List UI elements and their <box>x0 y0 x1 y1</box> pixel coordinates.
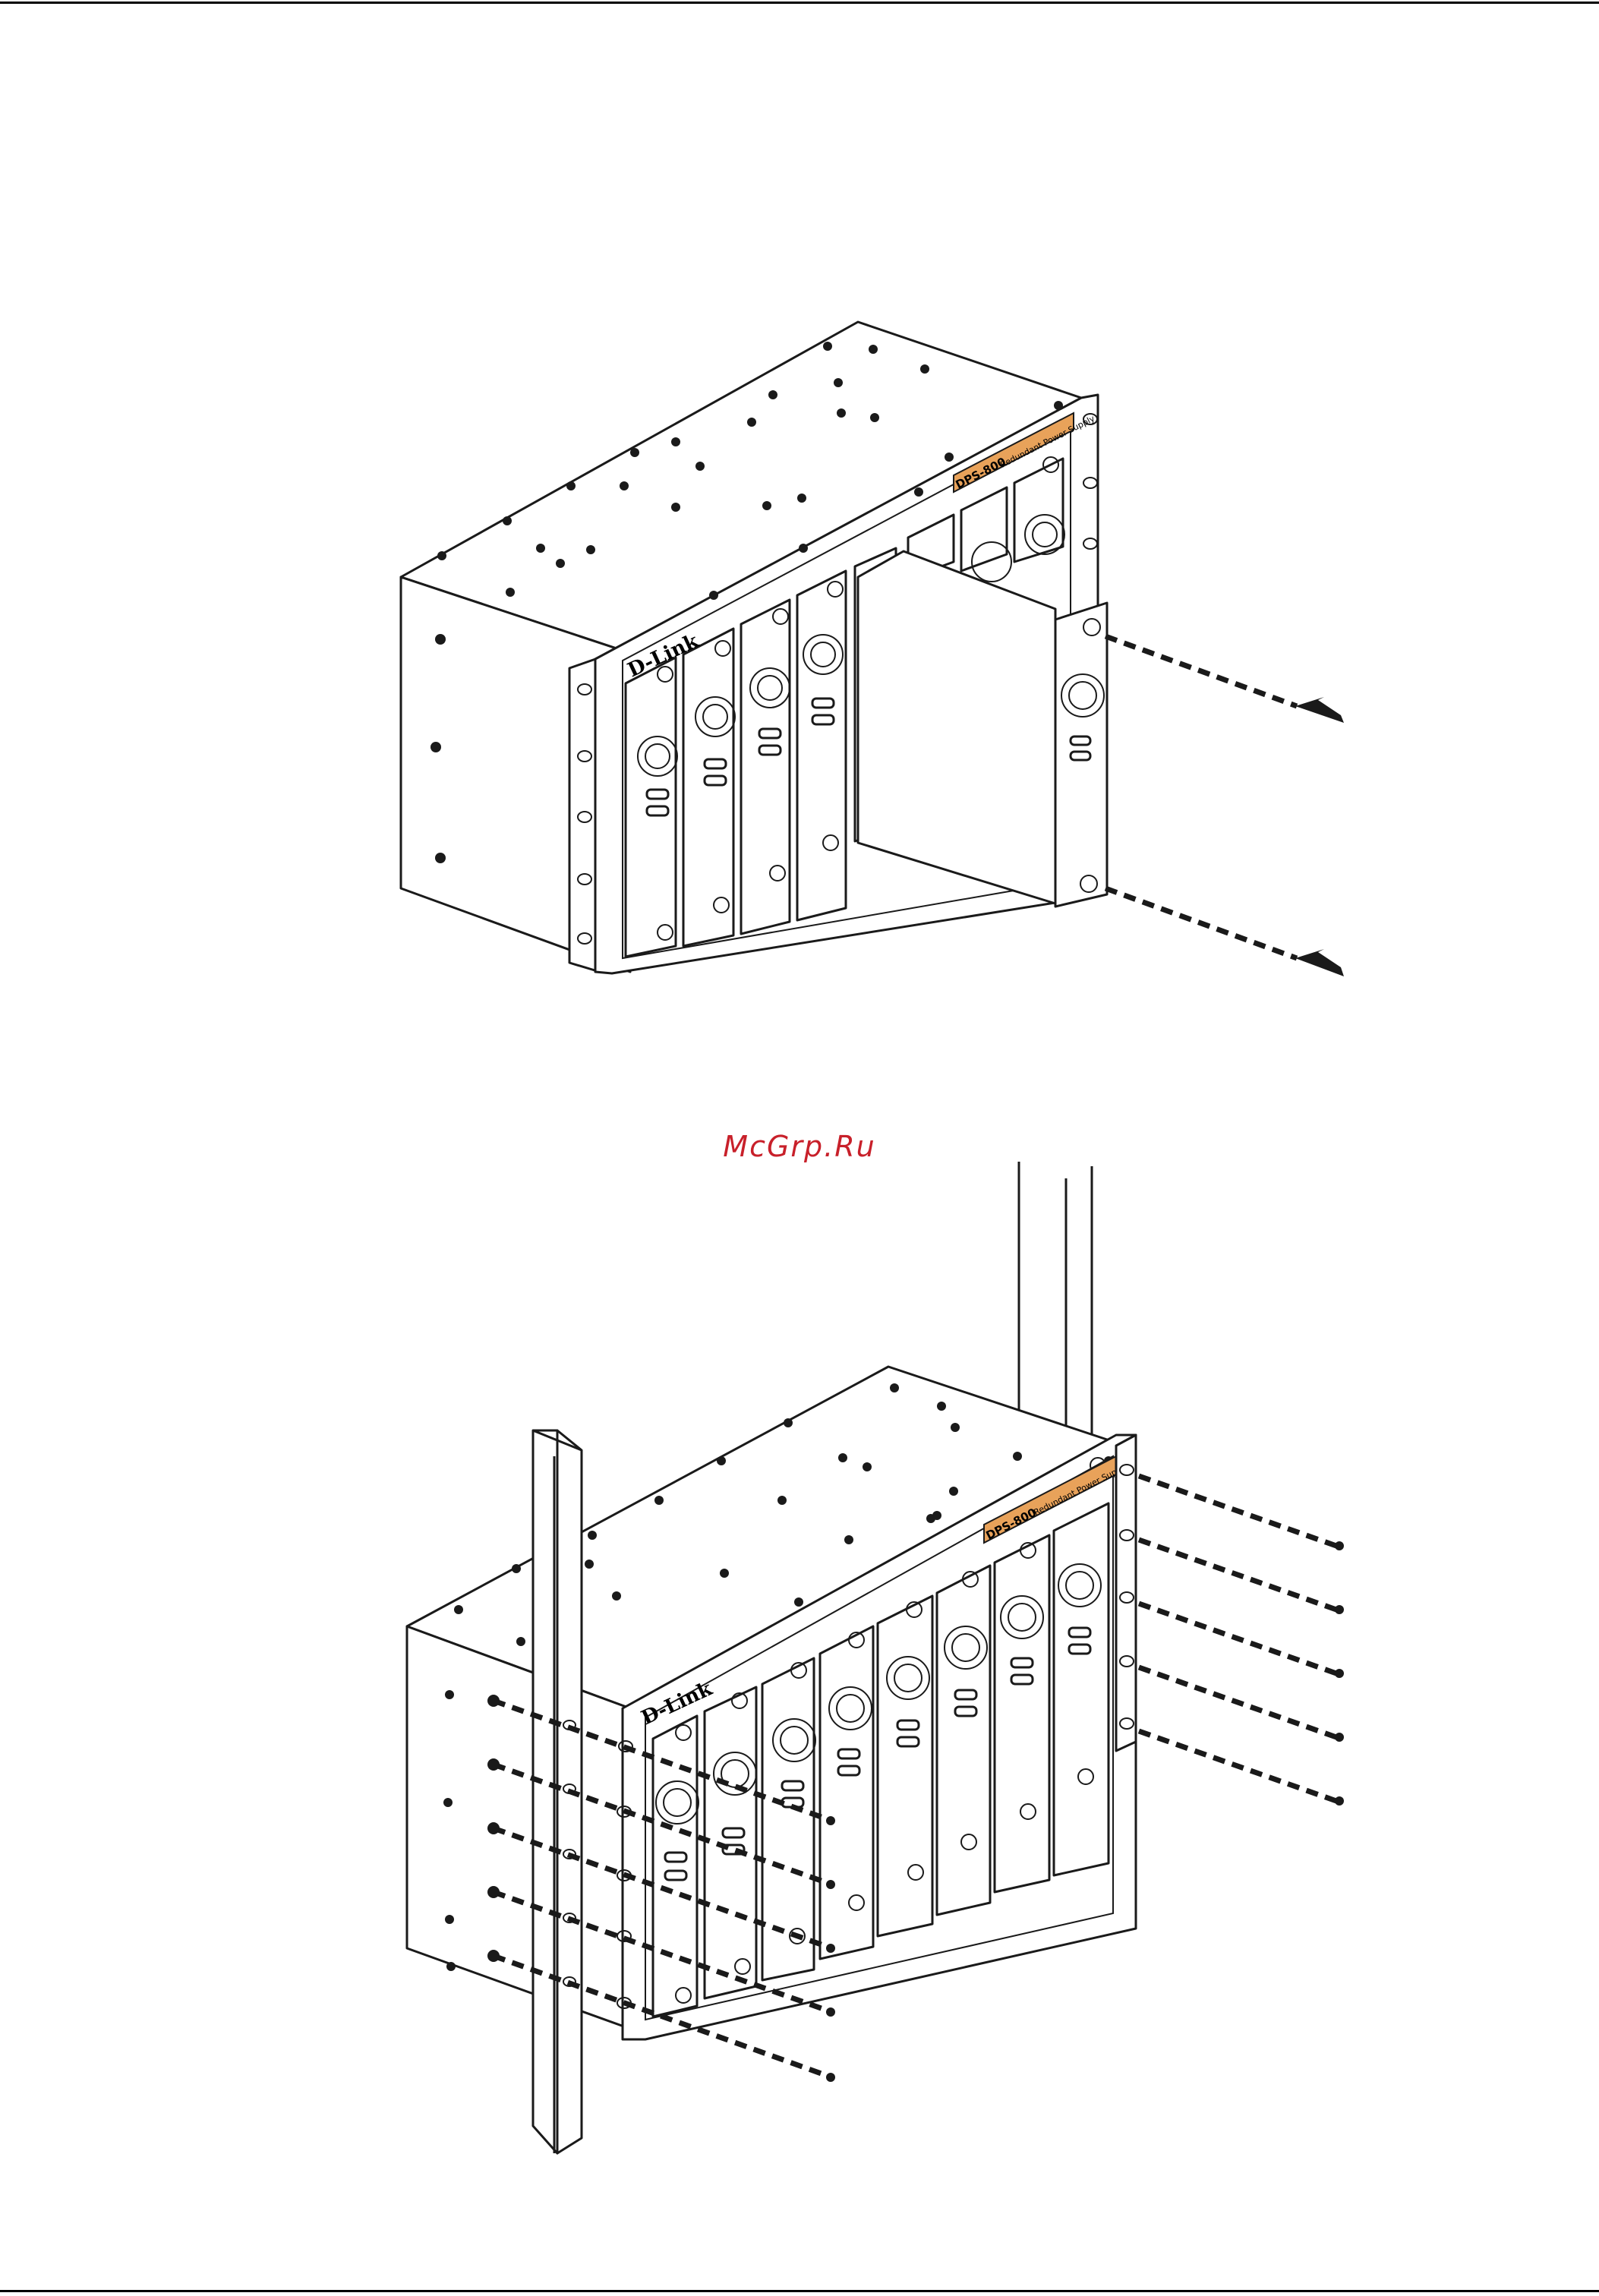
right-screw-guides <box>1139 1476 1336 1801</box>
bottom-rule <box>0 2290 1599 2292</box>
